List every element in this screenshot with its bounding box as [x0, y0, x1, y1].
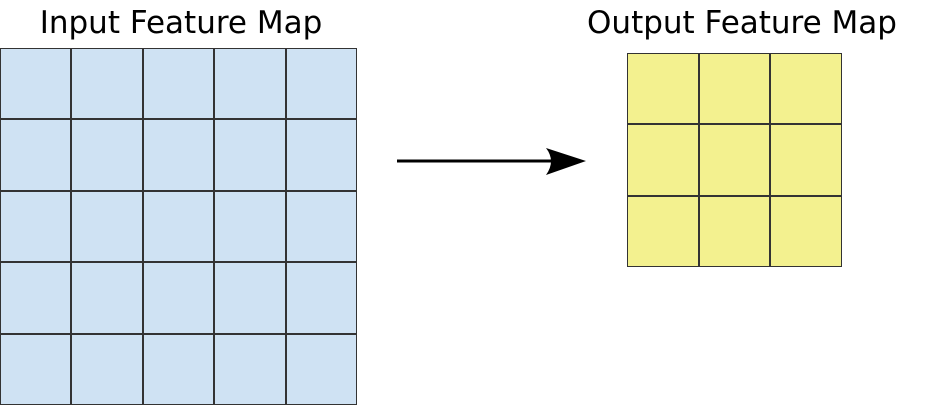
input-feature-map-cell: [72, 263, 142, 333]
input-feature-map-cell: [143, 263, 214, 333]
arrow-head: [546, 148, 586, 175]
output-feature-map-cell: [771, 125, 841, 195]
input-feature-map-cell: [143, 120, 214, 190]
input-feature-map-cell: [286, 49, 356, 119]
input-feature-map-cell: [1, 263, 71, 333]
input-feature-map-cell: [215, 49, 285, 119]
output-feature-map-cell: [771, 54, 841, 124]
output-feature-map-cell: [699, 54, 770, 124]
input-feature-map-cell: [143, 191, 214, 262]
output-feature-map-grid: [627, 53, 842, 267]
output-feature-map-cell: [628, 196, 698, 266]
output-feature-map-cell: [771, 196, 841, 266]
input-feature-map-cell: [1, 120, 71, 190]
input-feature-map-cell: [1, 191, 71, 262]
input-feature-map-cell: [143, 334, 214, 404]
output-feature-map-cell: [628, 125, 698, 195]
input-feature-map-cell: [1, 49, 71, 119]
output-feature-map-cell: [699, 196, 770, 266]
input-feature-map-cell: [72, 334, 142, 404]
input-feature-map-cell: [286, 120, 356, 190]
output-feature-map-cell: [699, 125, 770, 195]
input-feature-map-title: Input Feature Map: [39, 5, 323, 41]
input-feature-map-cell: [215, 263, 285, 333]
input-feature-map-cell: [286, 334, 356, 404]
input-feature-map-cell: [72, 191, 142, 262]
input-feature-map-grid: [0, 48, 357, 405]
input-feature-map-cell: [72, 49, 142, 119]
input-feature-map-cell: [215, 191, 285, 262]
input-feature-map-cell: [72, 120, 142, 190]
input-feature-map-cell: [215, 334, 285, 404]
right-arrow-icon: [397, 148, 586, 175]
output-feature-map-title: Output Feature Map: [587, 5, 897, 41]
input-feature-map-cell: [286, 263, 356, 333]
output-feature-map-cell: [628, 54, 698, 124]
input-feature-map-cell: [143, 49, 214, 119]
input-feature-map-cell: [286, 191, 356, 262]
input-feature-map-cell: [1, 334, 71, 404]
input-feature-map-cell: [215, 120, 285, 190]
